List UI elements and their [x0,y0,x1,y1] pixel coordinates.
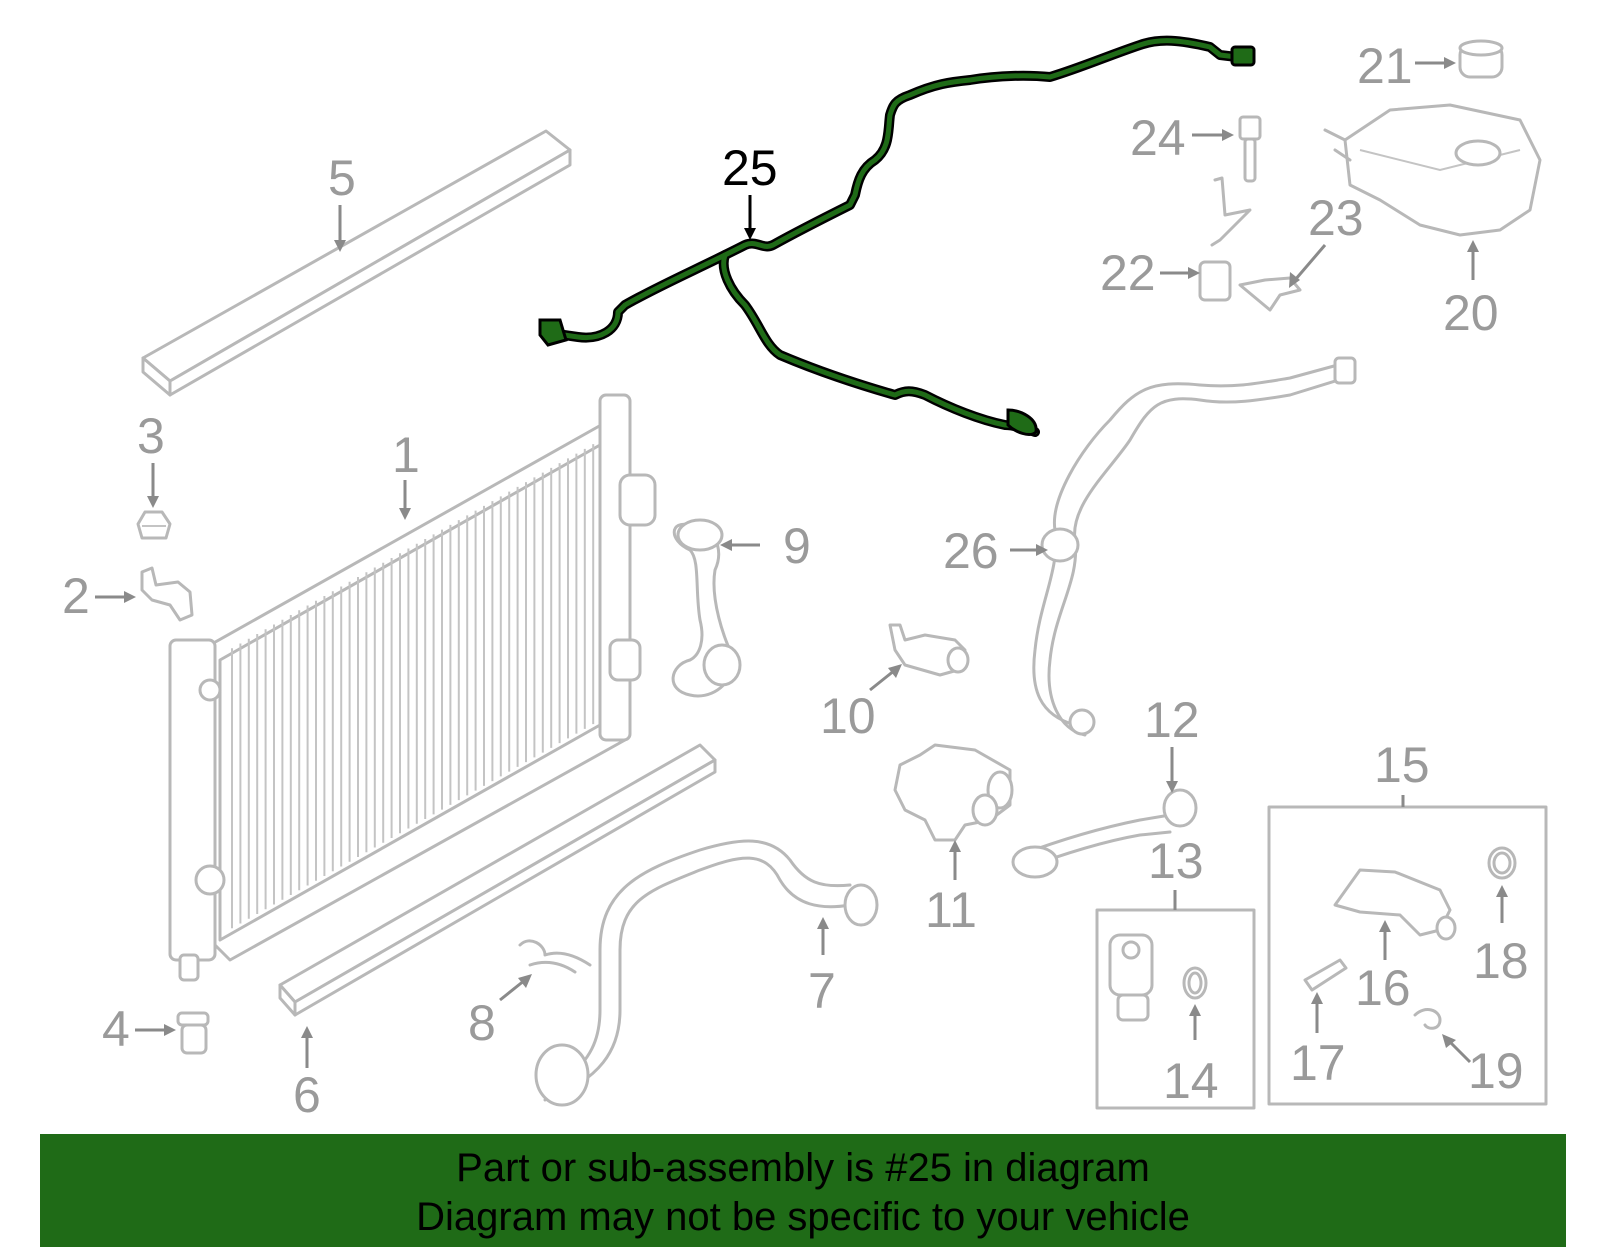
part-23-bracket[interactable] [1238,276,1302,312]
part-18-o-ring[interactable] [1487,846,1517,880]
part-10-sensor[interactable] [888,623,970,677]
callout-1: 1 [392,427,420,520]
part-3-bushing[interactable] [136,510,172,540]
callout-18-label: 18 [1473,933,1529,989]
part-19-clip[interactable] [1413,1008,1442,1030]
part-7-lower-hose[interactable] [534,839,879,1107]
callout-19: 19 [1442,1034,1524,1099]
banner-line-2: Diagram may not be specific to your vehi… [416,1195,1190,1239]
part-21-cap[interactable] [1458,39,1504,79]
callout-22-label: 22 [1100,245,1156,301]
callout-2: 2 [62,568,136,624]
hose-25-connector-right [1230,45,1256,67]
callout-6-label: 6 [293,1067,321,1123]
callout-24-label: 24 [1130,110,1186,166]
callout-20-label: 20 [1443,285,1499,341]
part-22-mount[interactable] [1198,176,1252,302]
part-8-clamp[interactable] [518,939,592,974]
callout-12: 12 [1144,692,1200,793]
callout-13-label: 13 [1148,833,1204,889]
callout-11-label: 11 [925,882,977,938]
callout-4-label: 4 [102,1001,130,1057]
callout-12-label: 12 [1144,692,1200,748]
part-11-thermostat-housing[interactable] [893,743,1014,842]
callout-16: 16 [1355,920,1411,1016]
callout-7: 7 [808,917,836,1019]
callout-17-label: 17 [1290,1035,1346,1091]
callout-4: 4 [102,1001,176,1057]
part-12-bypass-hose[interactable] [1011,788,1198,879]
callout-14-label: 14 [1163,1053,1219,1109]
callout-26: 26 [943,523,1048,579]
part-14-o-ring[interactable] [1182,966,1208,1000]
hose-25-fill [547,38,1248,435]
callout-22: 22 [1100,245,1200,301]
part-9-upper-hose[interactable] [671,518,742,698]
callout-25-label: 25 [722,140,778,196]
callout-6: 6 [293,1026,321,1123]
callout-5-label: 5 [328,150,356,206]
callout-9-label: 9 [783,518,811,574]
callout-21: 21 [1357,38,1456,94]
part-1-radiator[interactable] [168,393,657,982]
part-16-housing[interactable] [1333,868,1457,941]
part-24-bolt[interactable] [1238,115,1262,183]
callout-15-label: 15 [1374,737,1430,793]
part-6-lower-seal[interactable] [278,743,717,1017]
callout-2-label: 2 [62,568,90,624]
group-15-box: 15 [1267,737,1548,1106]
part-20-reservoir[interactable] [1323,103,1542,237]
part-13-outlet[interactable] [1108,933,1154,1022]
callout-23-label: 23 [1308,190,1364,246]
callout-8-label: 8 [468,995,496,1051]
part-17-sensor[interactable] [1303,958,1348,992]
callout-18: 18 [1473,885,1529,989]
hose-25-connector-left [538,318,568,347]
callout-14: 14 [1163,1004,1219,1109]
part-26-overflow-hose[interactable] [1032,356,1357,737]
part-4-isolator[interactable] [176,1011,210,1055]
part-2-bracket[interactable] [140,566,194,622]
callout-10: 10 [820,664,902,744]
callout-24: 24 [1130,110,1234,166]
callout-26-label: 26 [943,523,999,579]
part-25-hose-assembly[interactable] [538,35,1256,437]
callout-8: 8 [468,974,532,1051]
callout-19-label: 19 [1468,1043,1524,1099]
callout-17: 17 [1290,992,1346,1091]
callout-21-label: 21 [1357,38,1413,94]
callout-7-label: 7 [808,963,836,1019]
part-5-seal-strip[interactable] [141,129,572,397]
group-13-box: 13 [1095,833,1256,1110]
callout-3-label: 3 [137,408,165,464]
callout-9: 9 [720,518,811,574]
banner-line-1: Part or sub-assembly is #25 in diagram [456,1146,1150,1190]
callout-1-label: 1 [392,427,420,483]
callout-20: 20 [1443,240,1499,341]
callout-3: 3 [137,408,165,508]
callout-16-label: 16 [1355,960,1411,1016]
callout-11: 11 [925,840,977,938]
callout-5: 5 [328,150,356,252]
callout-10-label: 10 [820,688,876,744]
radiator-fins [231,444,595,929]
callout-25: 25 [722,140,778,240]
hose-25-connector-bottom [1006,408,1038,436]
info-banner: Part or sub-assembly is #25 in diagram D… [40,1134,1566,1247]
callout-23: 23 [1289,190,1364,288]
